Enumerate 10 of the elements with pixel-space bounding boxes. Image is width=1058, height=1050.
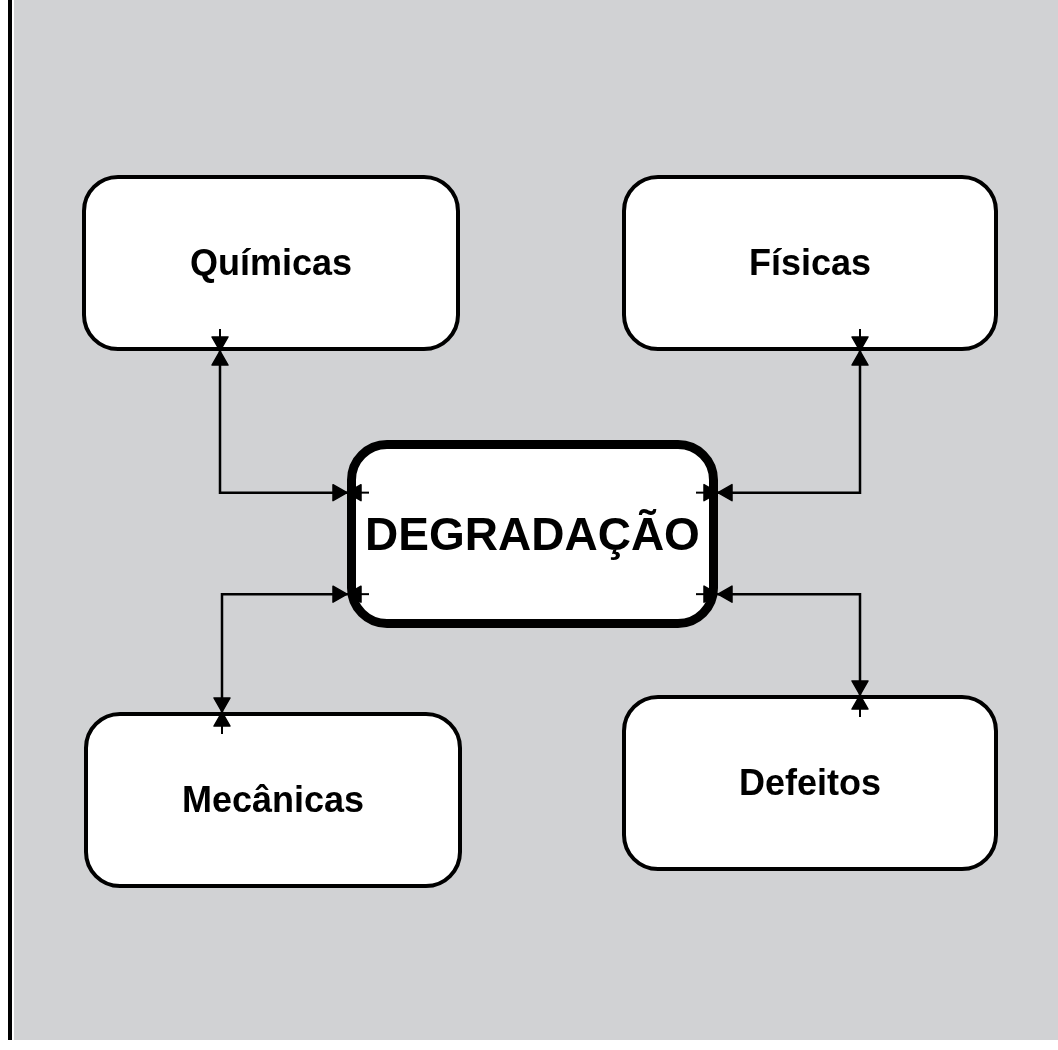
central-box <box>347 440 718 628</box>
central-label: DEGRADAÇÃO <box>365 507 700 561</box>
category-box <box>82 175 460 351</box>
category-box <box>84 712 462 888</box>
box-label: Físicas <box>748 242 872 284</box>
category-box <box>622 695 998 871</box>
category-box <box>622 175 998 351</box>
box-label: Químicas <box>189 242 353 284</box>
box-label: Mecânicas <box>181 779 365 821</box>
box-label: Defeitos <box>739 762 881 804</box>
